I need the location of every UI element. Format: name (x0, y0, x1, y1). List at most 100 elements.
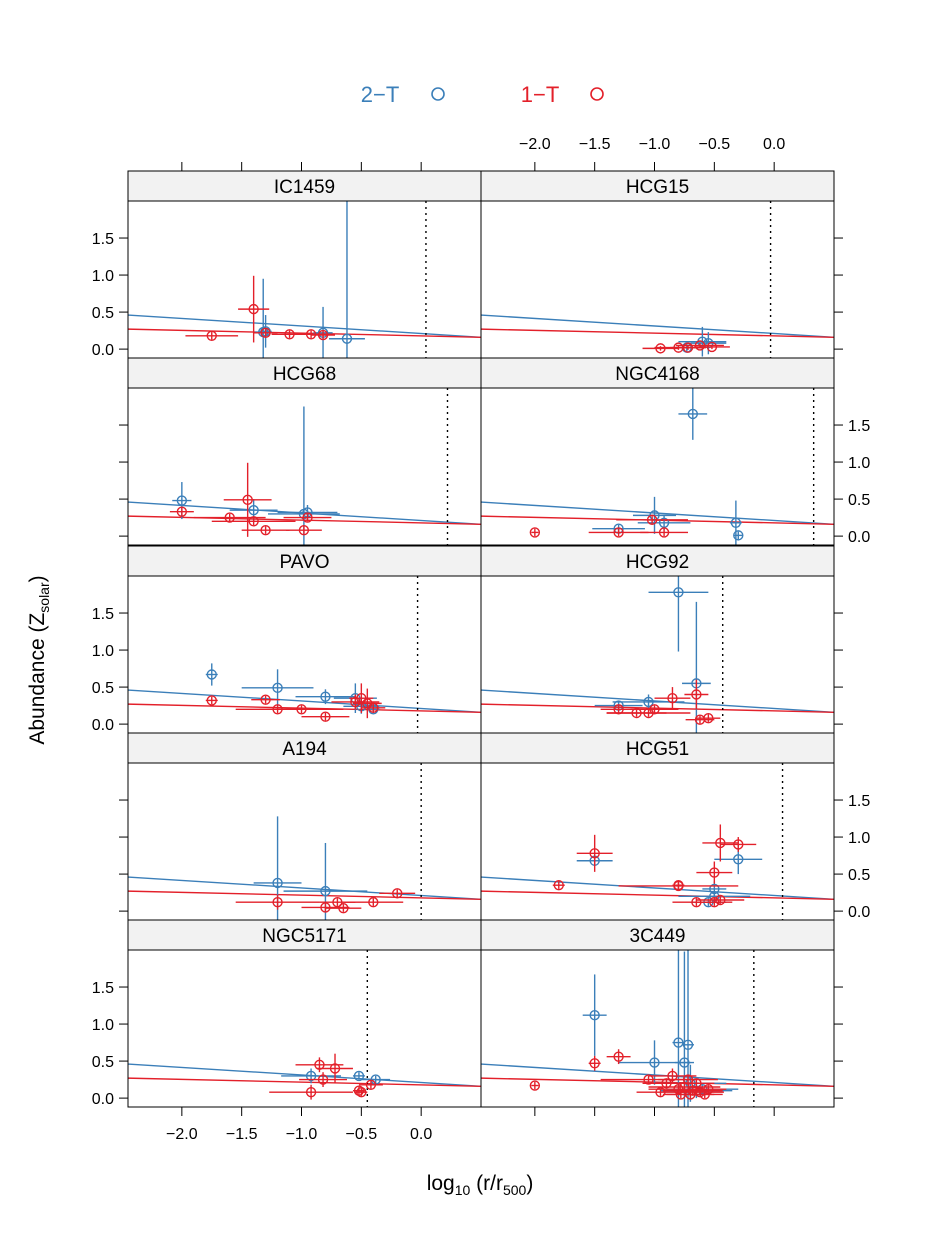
data-point-1t (684, 679, 709, 710)
point-marker (368, 897, 379, 908)
data-point-1t (352, 1085, 365, 1096)
point-marker (317, 1074, 329, 1085)
point-marker (655, 343, 666, 354)
strip-label: NGC4168 (615, 364, 700, 385)
data-point-1t (588, 527, 649, 538)
point-marker (643, 696, 654, 708)
point-marker (613, 1051, 624, 1062)
data-point-1t (576, 834, 613, 872)
data-point-2t (352, 1070, 365, 1082)
data-point-2t (329, 201, 365, 358)
panel-plot-area (128, 201, 481, 358)
data-point-2t (648, 576, 709, 652)
data-point-1t (696, 897, 733, 908)
point-marker (353, 1070, 365, 1082)
data-point-1t (640, 527, 689, 538)
trend-line-2t (481, 876, 834, 900)
trend-line-2t (128, 1063, 481, 1087)
point-marker (248, 504, 259, 516)
data-point-2t (672, 950, 685, 1107)
data-point-2t (283, 842, 368, 920)
point-marker (667, 692, 678, 704)
point-marker (272, 682, 283, 694)
point-marker (589, 1058, 600, 1069)
point-marker (248, 516, 259, 527)
data-point-1t (690, 1084, 727, 1095)
panel-hcg68: HCG68 (119, 357, 482, 546)
strip-label: HCG51 (626, 739, 689, 760)
point-marker (679, 1057, 690, 1068)
y-tick-label: 0.0 (92, 1091, 114, 1108)
point-marker (341, 333, 353, 344)
point-marker (649, 1057, 660, 1068)
point-marker (176, 506, 188, 517)
strip-header (480, 357, 835, 389)
data-point-1t (205, 695, 218, 706)
strip-label: A194 (282, 739, 327, 760)
y-tick-label: 1.0 (92, 268, 114, 285)
point-marker (338, 902, 349, 914)
data-point-2t (361, 1074, 391, 1085)
data-point-1t (185, 330, 239, 341)
x-tick-label-bottom: −2.0 (166, 1126, 198, 1143)
data-point-1t (235, 894, 320, 910)
trend-line-1t (481, 703, 834, 713)
point-marker (682, 1039, 694, 1050)
point-marker (646, 514, 658, 526)
point-marker (224, 512, 235, 523)
panel-plot-area (481, 763, 834, 920)
point-marker (589, 1009, 600, 1021)
data-point-1t (223, 462, 272, 537)
data-point-2t (582, 974, 607, 1056)
data-point-1t (283, 512, 332, 523)
point-marker (643, 1074, 654, 1085)
y-tick-label: 1.5 (92, 980, 114, 997)
point-marker (206, 695, 217, 706)
point-marker (709, 883, 720, 895)
data-point-1t (311, 329, 336, 341)
legend-label-2t: 2−T (361, 82, 400, 107)
y-tick-label: 0.5 (92, 680, 114, 697)
strip-label: IC1459 (274, 177, 335, 198)
point-marker (353, 1085, 365, 1096)
point-marker (613, 704, 624, 715)
data-point-2t (729, 500, 742, 545)
y-tick-label: 0.0 (92, 717, 114, 734)
point-marker (320, 711, 331, 722)
data-point-1t (269, 1084, 353, 1100)
point-marker (687, 408, 698, 420)
panel-hcg92: HCG92 (480, 545, 843, 734)
point-marker (392, 888, 403, 899)
data-point-1t (169, 506, 194, 517)
trend-line-1t (128, 703, 481, 713)
data-point-1t (720, 837, 757, 852)
x-tick-label-top: −2.0 (519, 136, 551, 153)
data-point-1t (529, 1080, 541, 1091)
data-point-1t (211, 516, 296, 527)
point-marker (589, 848, 600, 859)
y-tick-label: 0.5 (848, 492, 870, 509)
data-point-1t (238, 275, 270, 343)
y-tick-label: 0.5 (92, 1054, 114, 1071)
point-marker (529, 527, 541, 538)
y-tick-label: 1.5 (92, 606, 114, 623)
data-point-1t (285, 524, 322, 536)
strip-label: NGC5171 (262, 926, 347, 947)
data-point-1t (253, 327, 278, 339)
trend-line-1t (128, 1077, 481, 1087)
point-marker (314, 1059, 325, 1070)
panel-plot-area (128, 388, 481, 545)
legend-marker-2t (431, 87, 445, 101)
point-marker (694, 340, 706, 351)
y-tick-label: 0.0 (848, 529, 870, 546)
legend: 2−T 1−T (361, 82, 604, 107)
point-marker (368, 702, 379, 714)
point-marker (305, 1086, 317, 1098)
data-point-2t (253, 816, 302, 920)
point-marker (730, 517, 742, 528)
panel-plot-area (481, 950, 834, 1107)
data-point-2t (295, 689, 356, 705)
